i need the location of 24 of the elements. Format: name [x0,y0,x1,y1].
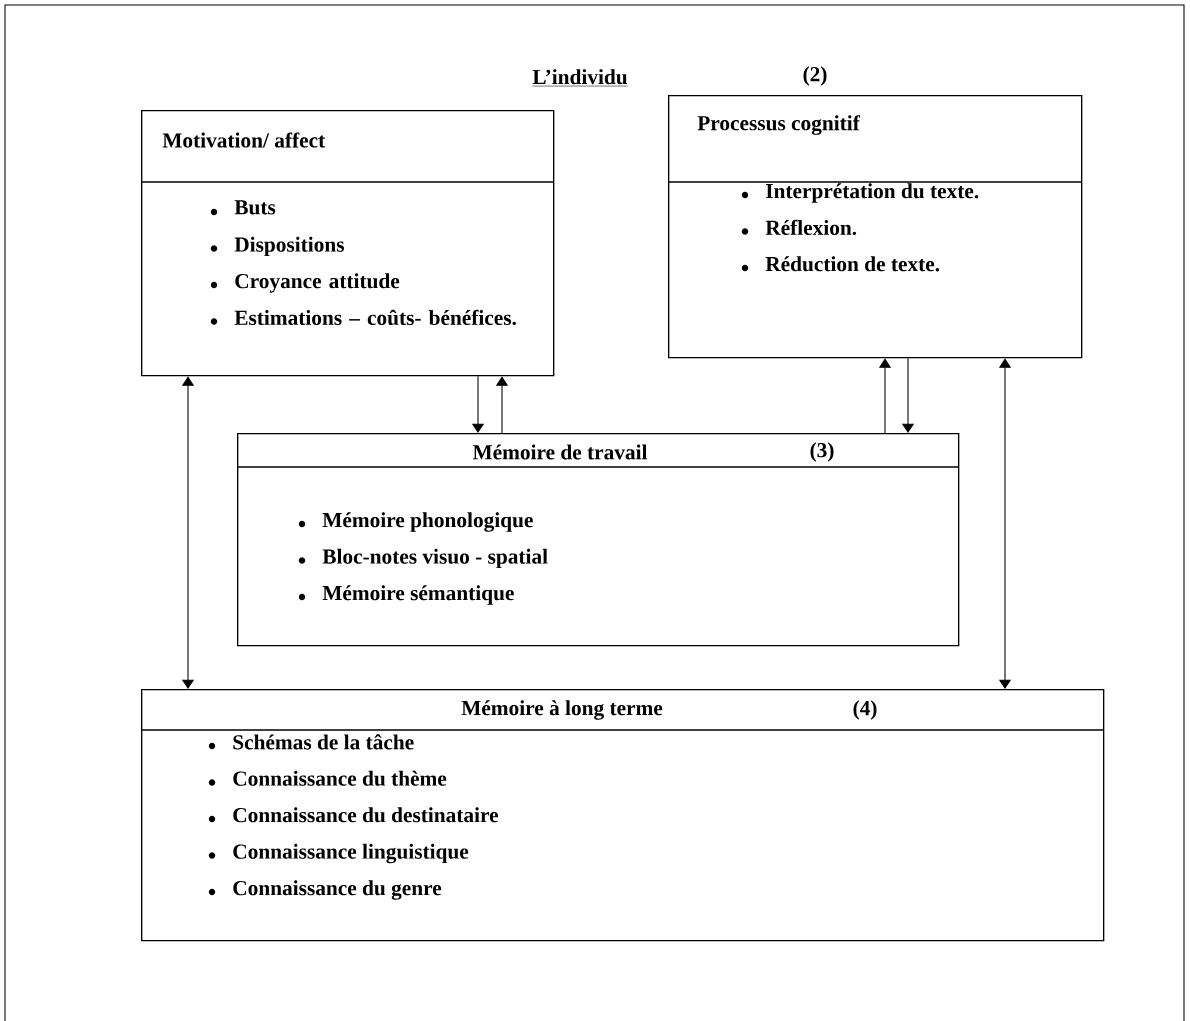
bullet-item: Buts [210,200,276,216]
bullet-item: Connaissance linguistique [208,843,469,864]
bullet-item: Croyance attitude [210,273,400,293]
bullet-item: Connaissance du genre [208,880,442,900]
bullet-item: Dispositions [210,236,344,257]
arrow [998,358,1012,689]
box-heading: Mémoire à long terme [461,700,663,720]
bullet-item: Schémas de la tâche [208,734,414,750]
bullet-item: Mémoire sémantique [298,585,514,605]
bullet-item: Connaissance du thème [208,770,447,786]
arrow [181,376,195,689]
box-heading: Processus cognitif [697,115,860,135]
box-heading: Motivation/ affect [162,132,326,148]
bullet-item: Mémoire phonologique [298,512,533,532]
box-heading: Mémoire de travail [472,444,648,460]
bullet-item: Connaissance du destinataire [208,807,498,823]
bullet-item: Estimations – coûts- bénéfices. [210,309,516,326]
bullet-item: Interprétation du texte. [741,183,979,203]
bullet-item: Réflexion. [741,219,857,236]
bullet-item: Réduction de texte. [741,256,940,272]
title: L’individu [532,69,628,87]
section-number: (4) [853,700,877,720]
section-number: (3) [810,442,834,462]
bullet-item: Bloc-notes visuo - spatial [298,548,548,569]
